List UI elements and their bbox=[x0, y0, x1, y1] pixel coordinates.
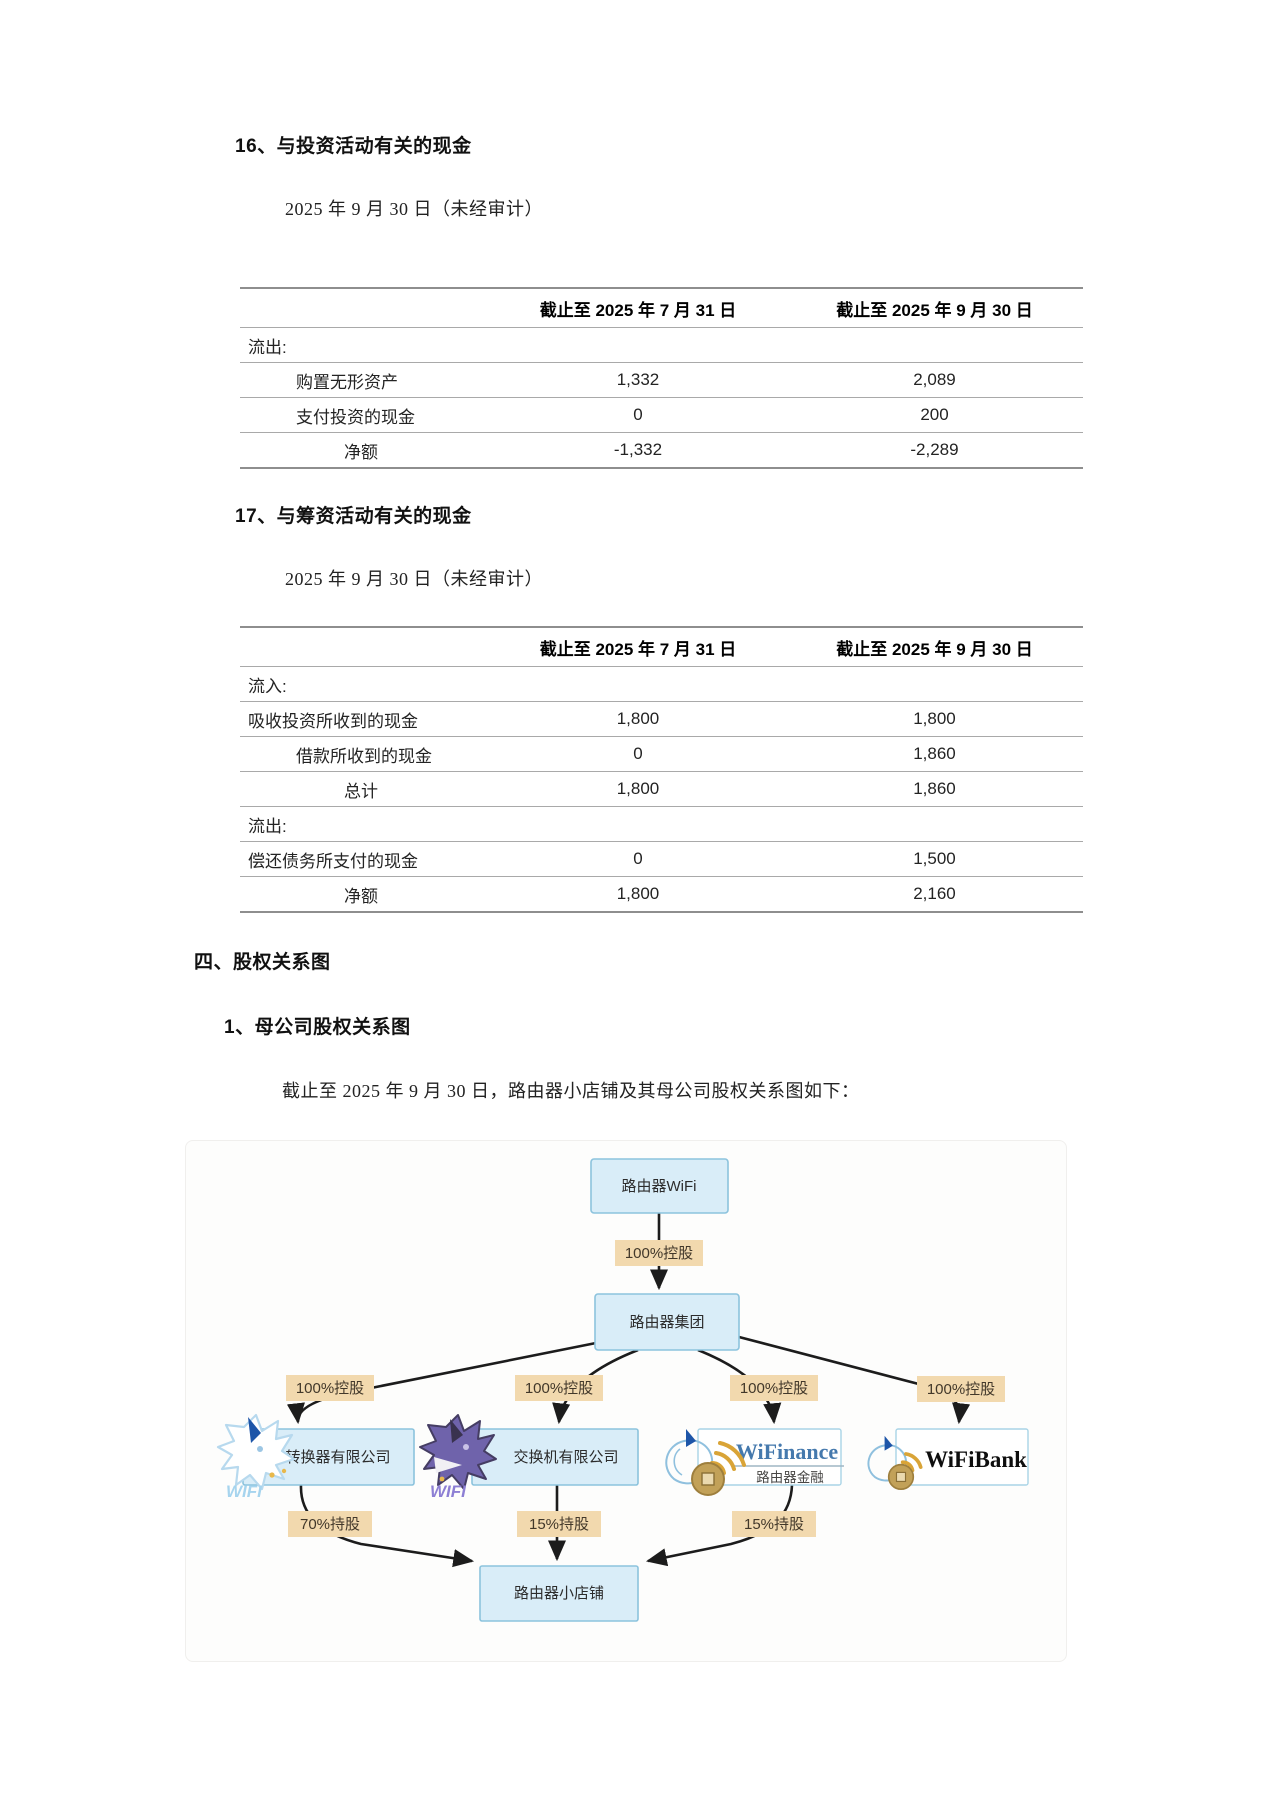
row-value: 1,800 bbox=[616, 709, 660, 728]
node-finance-box bbox=[697, 1428, 842, 1486]
wifi-arcs-icon bbox=[900, 1452, 923, 1473]
table-row: 净额 1,800 2,160 bbox=[240, 877, 1083, 911]
row-label: 流出: bbox=[248, 337, 287, 357]
label-converter-shop: 70%持股 bbox=[300, 1516, 360, 1533]
switch-mascot-icon: WIFI bbox=[419, 1414, 497, 1501]
section4-heading: 四、股权关系图 bbox=[194, 952, 331, 973]
equity-diagram: 100%控股 100%控股 100%控股 100%控股 100%控股 70%持股… bbox=[185, 1140, 1067, 1662]
row-value: 0 bbox=[633, 405, 643, 424]
row-value: 1,800 bbox=[616, 779, 660, 798]
node-switch-label: 交换机有限公司 bbox=[513, 1448, 618, 1466]
header-col1: 截止至 2025 年 7 月 31 日 bbox=[539, 300, 737, 320]
table-row: 购置无形资产 1,332 2,089 bbox=[240, 363, 1083, 398]
row-label: 偿还债务所支付的现金 bbox=[248, 851, 418, 871]
label-finance-shop: 15%持股 bbox=[744, 1516, 804, 1533]
header-col2: 截止至 2025 年 9 月 30 日 bbox=[836, 639, 1033, 659]
row-label: 借款所收到的现金 bbox=[296, 746, 432, 766]
edge-labels: 100%控股 100%控股 100%控股 100%控股 100%控股 70%持股… bbox=[286, 1240, 1005, 1537]
table-row: 借款所收到的现金 0 1,860 bbox=[240, 737, 1083, 772]
node-shop-box bbox=[479, 1565, 639, 1622]
table-row: 支付投资的现金 0 200 bbox=[240, 398, 1083, 433]
row-label: 净额 bbox=[344, 442, 378, 462]
wifinance-subtitle: 路由器金融 bbox=[756, 1470, 824, 1485]
header-col2: 截止至 2025 年 9 月 30 日 bbox=[836, 300, 1033, 320]
subsection1-heading: 1、母公司股权关系图 bbox=[224, 1017, 411, 1038]
label-group-converter: 100%控股 bbox=[296, 1380, 364, 1397]
equity-diagram-svg: 100%控股 100%控股 100%控股 100%控股 100%控股 70%持股… bbox=[216, 1158, 1029, 1622]
row-label: 总计 bbox=[344, 781, 378, 801]
table-header-row: 截止至 2025 年 7 月 31 日 截止至 2025 年 9 月 30 日 bbox=[240, 289, 1083, 328]
label-switch-shop: 15%持股 bbox=[529, 1516, 589, 1533]
row-value: 1,860 bbox=[913, 779, 956, 798]
label-group-finance: 100%控股 bbox=[740, 1380, 808, 1397]
label-group-bank: 100%控股 bbox=[927, 1381, 995, 1398]
row-value: -2,289 bbox=[910, 440, 959, 459]
row-value: 1,800 bbox=[616, 884, 660, 903]
switch-wifi-text: WIFI bbox=[430, 1482, 467, 1501]
row-value: 2,160 bbox=[913, 884, 956, 903]
node-bank-box bbox=[895, 1428, 1029, 1486]
diagram-nodes: 路由器WiFi 路由器集团 转换器有限公司 交换机有限公司 WiFinance … bbox=[242, 1158, 1029, 1622]
table-row: 偿还债务所支付的现金 0 1,500 bbox=[240, 842, 1083, 877]
table-header-row: 截止至 2025 年 7 月 31 日 截止至 2025 年 9 月 30 日 bbox=[240, 628, 1083, 667]
label-bg bbox=[615, 1240, 703, 1266]
table-row: 流出: bbox=[240, 328, 1083, 363]
label-bg bbox=[515, 1375, 603, 1401]
row-value: 1,860 bbox=[913, 744, 956, 763]
header-col1: 截止至 2025 年 7 月 31 日 bbox=[539, 639, 737, 659]
section17-caption: 2025 年 9 月 30 日（未经审计） bbox=[285, 569, 543, 589]
investing-cash-table: 截止至 2025 年 7 月 31 日 截止至 2025 年 9 月 30 日 … bbox=[240, 287, 1083, 469]
table-row: 总计 1,800 1,860 bbox=[240, 772, 1083, 807]
row-value: -1,332 bbox=[613, 440, 663, 459]
converter-mascot-icon: WIFI bbox=[216, 1413, 296, 1501]
section17-heading: 17、与筹资活动有关的现金 bbox=[235, 506, 472, 527]
node-root-label: 路由器WiFi bbox=[622, 1178, 697, 1195]
label-group-switch: 100%控股 bbox=[525, 1380, 593, 1397]
label-bg bbox=[917, 1376, 1005, 1402]
row-label: 支付投资的现金 bbox=[296, 407, 415, 427]
row-label: 吸收投资所收到的现金 bbox=[248, 711, 418, 731]
row-value: 2,089 bbox=[913, 370, 956, 389]
row-value: 0 bbox=[633, 744, 643, 763]
wifibank-mascot-icon bbox=[867, 1435, 923, 1491]
table-row: 流入: bbox=[240, 667, 1083, 702]
converter-wifi-text: WIFI bbox=[226, 1482, 263, 1501]
label-bg bbox=[288, 1511, 372, 1537]
label-bg bbox=[732, 1511, 816, 1537]
label-root-group: 100%控股 bbox=[625, 1245, 693, 1262]
label-bg bbox=[730, 1375, 818, 1401]
node-shop-label: 路由器小店铺 bbox=[514, 1585, 604, 1602]
row-label: 购置无形资产 bbox=[296, 372, 398, 392]
table-row: 流出: bbox=[240, 807, 1083, 842]
row-value: 1,332 bbox=[616, 370, 660, 389]
node-group-label: 路由器集团 bbox=[629, 1314, 704, 1331]
row-value: 1,500 bbox=[913, 849, 956, 868]
wifinance-mascot-icon bbox=[665, 1429, 746, 1496]
node-converter-label: 转换器有限公司 bbox=[285, 1449, 390, 1466]
table-row: 吸收投资所收到的现金 1,800 1,800 bbox=[240, 702, 1083, 737]
financing-cash-table: 截止至 2025 年 7 月 31 日 截止至 2025 年 9 月 30 日 … bbox=[240, 626, 1083, 913]
node-root-box bbox=[590, 1158, 729, 1214]
row-label: 流入: bbox=[248, 676, 287, 696]
wifibank-logo-text: WiFiBank bbox=[925, 1447, 1027, 1472]
row-label: 净额 bbox=[344, 886, 378, 906]
label-bg bbox=[286, 1375, 374, 1401]
table-row: 净额 -1,332 -2,289 bbox=[240, 433, 1083, 467]
section16-heading: 16、与投资活动有关的现金 bbox=[235, 136, 472, 157]
label-bg bbox=[517, 1511, 601, 1537]
row-value: 1,800 bbox=[913, 709, 956, 728]
row-label: 流出: bbox=[248, 816, 287, 836]
node-group-box bbox=[594, 1293, 740, 1351]
row-value: 0 bbox=[633, 849, 643, 868]
equity-diagram-intro: 截止至 2025 年 9 月 30 日，路由器小店铺及其母公司股权关系图如下： bbox=[282, 1081, 860, 1101]
row-value: 200 bbox=[920, 405, 949, 424]
section16-caption: 2025 年 9 月 30 日（未经审计） bbox=[285, 199, 543, 219]
wifinance-logo-text: WiFinance bbox=[736, 1439, 839, 1464]
